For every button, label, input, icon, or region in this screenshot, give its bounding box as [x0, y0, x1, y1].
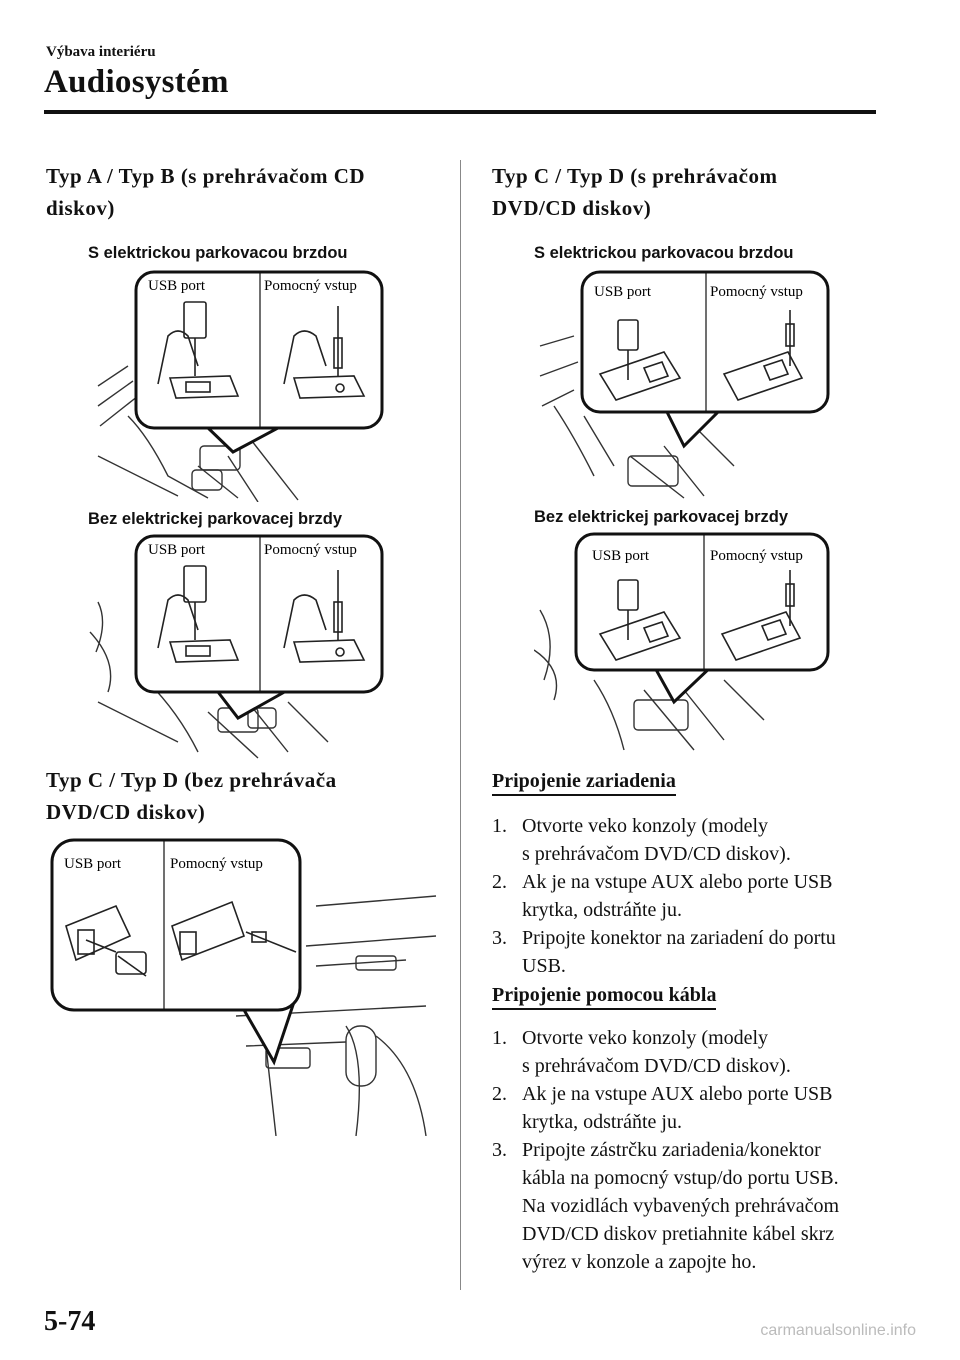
usb-port-label: USB port: [148, 278, 206, 294]
list-item: 3.Pripojte konektor na zariadení do port…: [492, 927, 836, 977]
left-heading-1: Typ A / Typ B (s prehrávačom CD diskov): [46, 164, 366, 220]
right-fig1-illustration: USB port Pomocný vstup: [539, 270, 830, 499]
section-label: Výbava interiéru: [46, 44, 156, 60]
left-fig2-caption: Bez elektrickej parkovacej brzdy: [88, 510, 343, 528]
right-fig2-illustration: USB port Pomocný vstup: [534, 532, 830, 751]
usb-port-label: USB port: [148, 542, 206, 558]
usb-port-label: USB port: [592, 548, 650, 564]
header-rule: [44, 110, 876, 114]
left-fig1-caption: S elektrickou parkovacou brzdou: [88, 244, 348, 262]
left-fig3-illustration: USB port Pomocný vstup: [50, 838, 437, 1136]
aux-input-label: Pomocný vstup: [710, 548, 803, 564]
page-number: 5-74: [44, 1306, 96, 1337]
section-connect-device-title: Pripojenie zariadenia: [492, 770, 676, 796]
right-fig2-caption: Bez elektrickej parkovacej brzdy: [534, 508, 789, 526]
aux-input-label: Pomocný vstup: [710, 284, 803, 300]
left-fig1-illustration: USB port Pomocný vstup: [97, 270, 384, 502]
usb-port-label: USB port: [64, 856, 122, 872]
aux-input-label: Pomocný vstup: [264, 542, 357, 558]
section-cable-connection-title: Pripojenie pomocou kábla: [492, 984, 717, 1010]
watermark: carmanualsonline.info: [760, 1322, 916, 1339]
left-fig2-illustration: USB port Pomocný vstup: [89, 534, 384, 759]
left-heading-2: Typ C / Typ D (bez prehrávača DVD/CD dis…: [46, 768, 337, 824]
aux-input-label: Pomocný vstup: [264, 278, 357, 294]
usb-port-label: USB port: [594, 284, 652, 300]
right-fig1-caption: S elektrickou parkovacou brzdou: [534, 244, 794, 262]
list-item: 3. Pripojte zástrčku zariadenia/konektor…: [492, 1139, 840, 1273]
right-heading-1: Typ C / Typ D (s prehrávačom DVD/CD disk…: [492, 164, 778, 220]
column-divider: [460, 160, 461, 1290]
aux-input-label: Pomocný vstup: [170, 856, 263, 872]
chapter-title: Audiosystém: [44, 64, 229, 100]
